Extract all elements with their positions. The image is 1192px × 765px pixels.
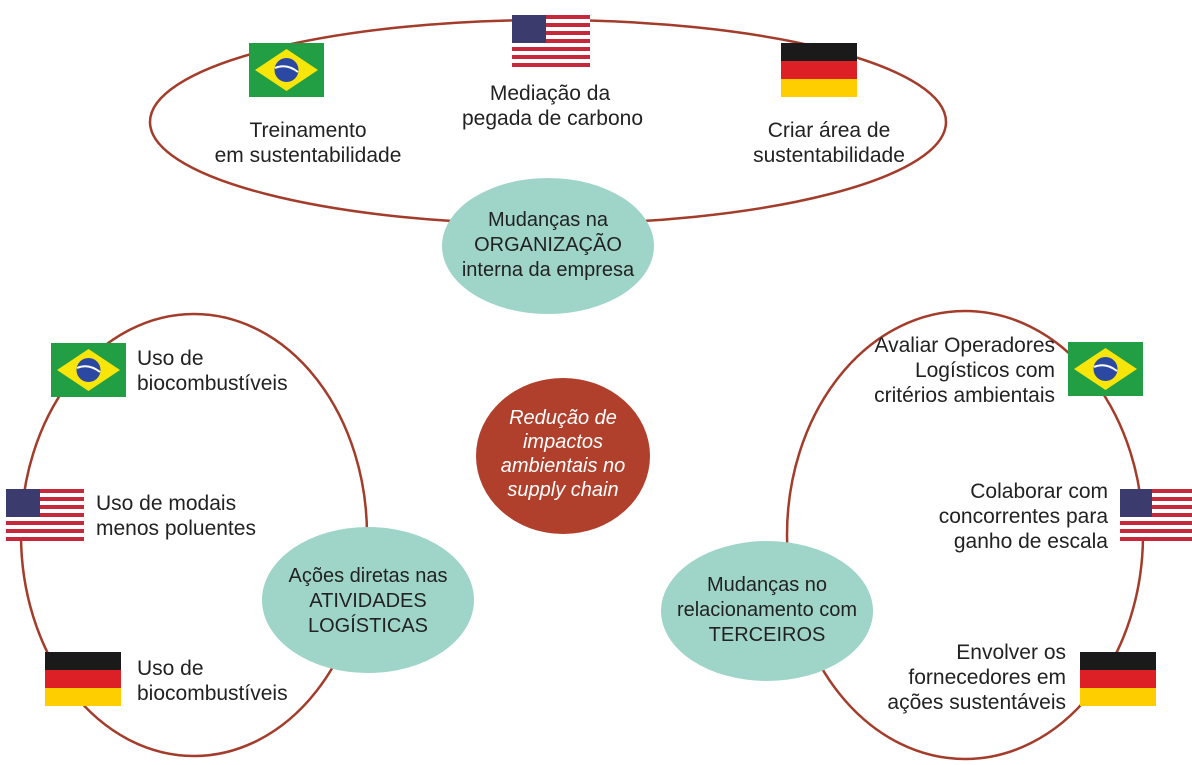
germany-flag-icon — [781, 43, 857, 97]
item-label-line: concorrentes para — [938, 505, 1108, 528]
atividades-item-label: Uso de modais menos poluentes — [96, 491, 296, 541]
item-label-line: Envolver os — [956, 641, 1066, 664]
bubble-label-line: ATIVIDADES — [309, 590, 427, 612]
item-label-line: sustentabilidade — [753, 144, 905, 167]
bubble-label-line: LOGÍSTICAS — [307, 615, 429, 637]
item-label-line: menos poluentes — [96, 517, 256, 540]
bubble-label-line: ORGANIZAÇÃO — [474, 234, 622, 256]
item-label-line: Logísticos com — [914, 359, 1055, 382]
terceiros-bubble — [661, 541, 873, 681]
usa-flag-icon — [6, 489, 84, 541]
item-label-line: em sustentabilidade — [214, 144, 402, 167]
item-label-line: biocombustíveis — [137, 682, 288, 705]
bubble-label-line: TERCEIROS — [708, 624, 826, 646]
brazil-flag-icon — [249, 43, 324, 97]
center-label: Redução de impactos ambientais no supply… — [478, 406, 648, 502]
item-label-line: pegada de carbono — [462, 107, 643, 130]
center-label-line: ambientais no — [500, 455, 626, 477]
organizacao-item-label: Criar área de sustentabilidade — [729, 118, 929, 168]
item-label-line: critérios ambientais — [874, 384, 1055, 407]
usa-flag-icon — [1120, 489, 1192, 541]
organizacao-bubble-label: Mudanças na ORGANIZAÇÃO interna da empre… — [448, 208, 648, 283]
bubble-label-line: Mudanças na — [487, 209, 609, 231]
bubble-label-line: relacionamento com — [676, 599, 858, 621]
terceiros-bubble-label: Mudanças no relacionamento com TERCEIROS — [667, 573, 867, 648]
atividades-bubble-label: Ações diretas nas ATIVIDADES LOGÍSTICAS — [268, 564, 468, 639]
item-label-line: ganho de escala — [953, 530, 1108, 553]
center-label-line: supply chain — [507, 479, 619, 501]
item-label-line: Uso de — [137, 347, 204, 370]
bubble-label-line: Mudanças no — [706, 574, 828, 596]
center-bubble — [476, 378, 650, 534]
item-label-line: Mediação da — [489, 82, 611, 105]
item-label-line: fornecedores em — [908, 666, 1066, 689]
item-label-line: Criar área de — [767, 119, 891, 142]
item-label-line: biocombustíveis — [137, 372, 288, 395]
atividades-item-label: Uso de biocombustíveis — [137, 346, 337, 396]
item-label-line: Treinamento — [249, 119, 367, 142]
item-label-line: Uso de — [137, 657, 204, 680]
germany-flag-icon — [1080, 652, 1156, 706]
item-label-line: Avaliar Operadores — [874, 334, 1055, 357]
bubble-label-line: interna da empresa — [461, 259, 635, 281]
item-label-line: ações sustentáveis — [887, 691, 1066, 714]
organizacao-bubble — [442, 178, 654, 314]
terceiros-item-label: Colaborar com concorrentes para ganho de… — [868, 479, 1108, 554]
terceiros-item-label: Avaliar Operadores Logísticos com critér… — [815, 333, 1055, 408]
terceiros-item-label: Envolver os fornecedores em ações susten… — [826, 640, 1066, 715]
bubble-label-line: Ações diretas nas — [288, 565, 448, 587]
item-label-line: Colaborar com — [970, 480, 1108, 503]
organizacao-item-label: Treinamento em sustentabilidade — [208, 118, 408, 168]
center-label-line: Redução de — [509, 407, 617, 429]
germany-flag-icon — [45, 652, 121, 706]
item-label-line: Uso de modais — [96, 492, 237, 515]
center-label-line: impactos — [522, 431, 604, 453]
organizacao-item-label: Mediação da pegada de carbono — [462, 81, 643, 131]
atividades-bubble — [262, 527, 474, 673]
usa-flag-icon — [512, 15, 590, 67]
brazil-flag-icon — [51, 343, 126, 397]
brazil-flag-icon — [1068, 342, 1143, 396]
atividades-item-label: Uso de biocombustíveis — [137, 656, 337, 706]
